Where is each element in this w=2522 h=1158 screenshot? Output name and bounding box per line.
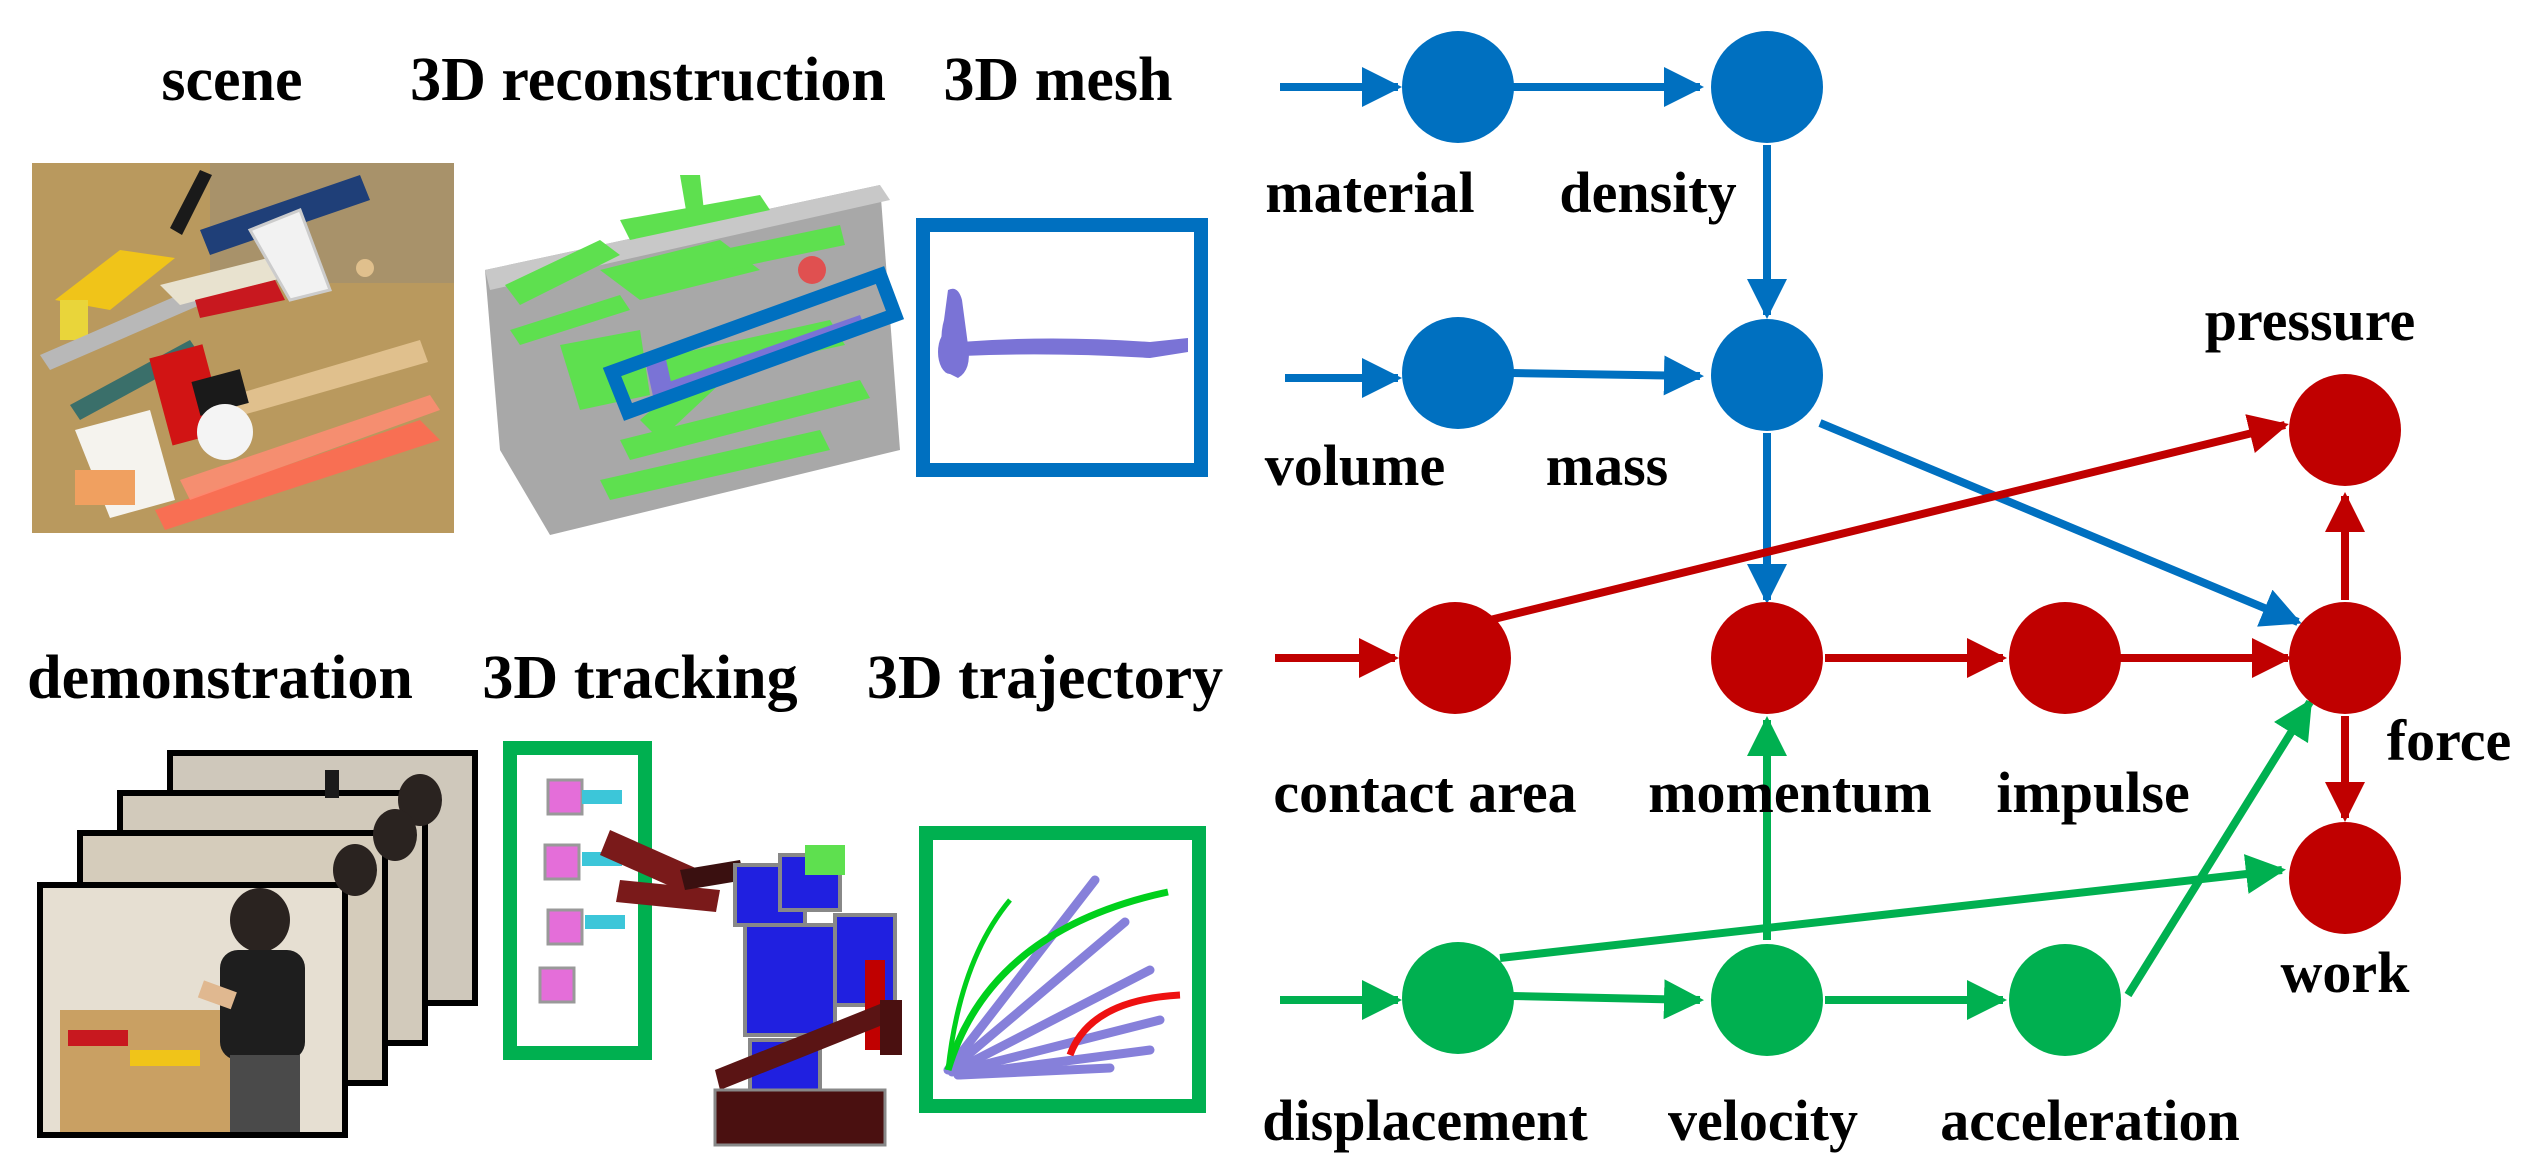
label-density: density [1559, 160, 1736, 225]
label-3d-trajectory: 3D trajectory [867, 644, 1223, 712]
node-density [1711, 31, 1823, 143]
label-3d-tracking: 3D tracking [482, 644, 797, 712]
label-material: material [1265, 160, 1474, 225]
label-acceleration: acceleration [1940, 1088, 2240, 1153]
node-mass [1711, 319, 1823, 431]
node-contact-area [1399, 602, 1511, 714]
label-displacement: displacement [1262, 1088, 1588, 1153]
label-velocity: velocity [1668, 1088, 1858, 1153]
scene-image [32, 163, 454, 533]
node-impulse [2009, 602, 2121, 714]
edges-blue [1280, 67, 2302, 627]
label-impulse: impulse [1996, 760, 2189, 825]
node-acceleration [2009, 944, 2121, 1056]
reconstruction-image [485, 175, 905, 535]
edges-green [1280, 698, 2314, 1020]
mesh-image [916, 218, 1208, 477]
node-volume [1402, 317, 1514, 429]
label-mass: mass [1546, 433, 1668, 498]
label-volume: volume [1265, 433, 1445, 498]
node-pressure [2289, 374, 2401, 486]
label-momentum: momentum [1648, 760, 1932, 825]
node-material [1402, 31, 1514, 143]
label-work: work [2281, 940, 2411, 1005]
edges-red [1275, 414, 2365, 822]
label-scene: scene [161, 46, 302, 114]
node-velocity [1711, 944, 1823, 1056]
label-demonstration: demonstration [27, 644, 413, 712]
label-3d-reconstruction: 3D reconstruction [410, 46, 886, 114]
label-pressure: pressure [2205, 288, 2416, 353]
node-work [2289, 822, 2401, 934]
trajectory-image [919, 826, 1206, 1113]
label-3d-mesh: 3D mesh [943, 46, 1172, 114]
demonstration-frames [37, 750, 478, 1138]
node-displacement [1402, 942, 1514, 1054]
tracking-image [503, 741, 902, 1147]
node-momentum [1711, 602, 1823, 714]
label-force: force [2387, 708, 2512, 773]
node-force [2289, 602, 2401, 714]
label-contact-area: contact area [1273, 760, 1576, 825]
